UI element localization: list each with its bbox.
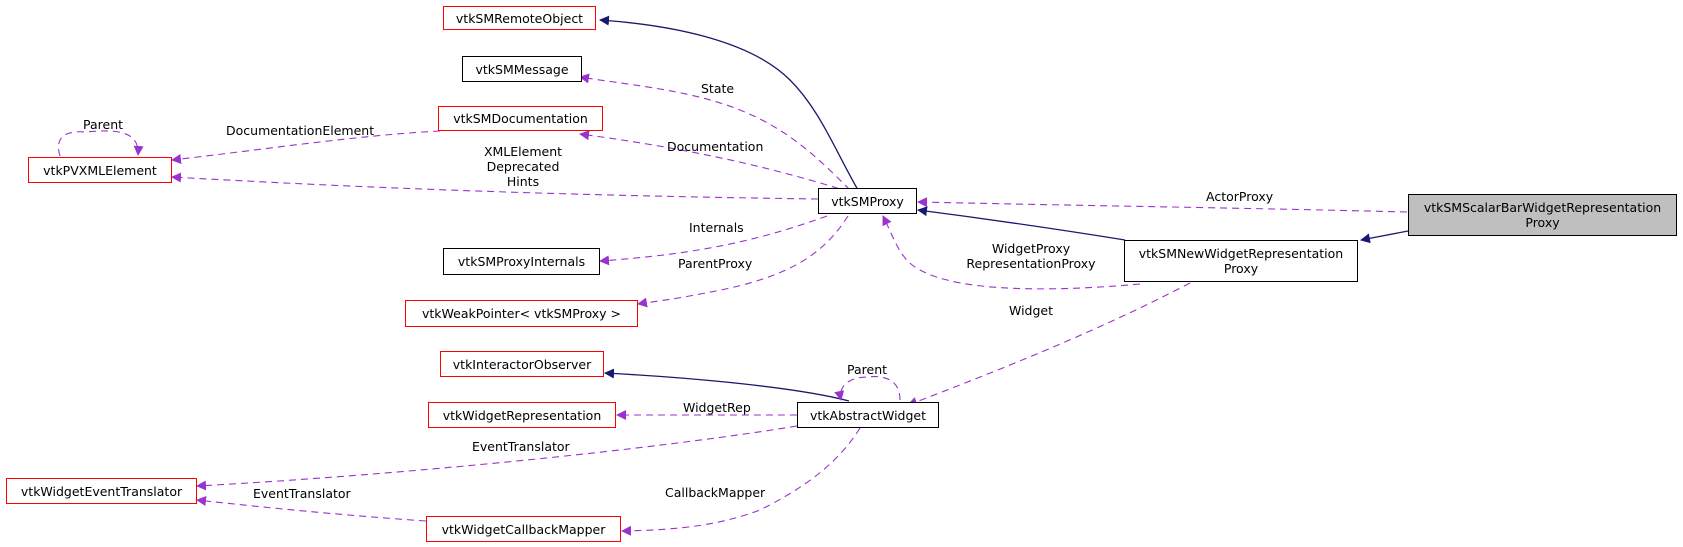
edge-label-widget: Widget <box>1009 303 1054 318</box>
node-pvxml-element[interactable]: vtkPVXMLElement <box>28 157 172 183</box>
node-interactor-observer-label: vtkInteractorObserver <box>452 356 592 372</box>
edge-label-event-translator-2: EventTranslator <box>253 486 351 501</box>
node-remote-object-label: vtkSMRemoteObject <box>455 10 584 26</box>
node-proxy[interactable]: vtkSMProxy <box>818 188 917 214</box>
node-scalar-bar-widget-representation-proxy[interactable]: vtkSMScalarBarWidgetRepresentation Proxy <box>1408 194 1677 236</box>
node-new-widget-label-line-1: vtkSMNewWidgetRepresentation <box>1138 246 1344 261</box>
edge-label-parent-xml: Parent <box>83 117 124 132</box>
node-proxy-internals[interactable]: vtkSMProxyInternals <box>443 248 600 275</box>
node-documentation-label: vtkSMDocumentation <box>453 111 588 126</box>
node-scalar-bar-label-line-1: vtkSMScalarBarWidgetRepresentation <box>1423 200 1662 215</box>
edge-label-representation-proxy: RepresentationProxy <box>966 256 1096 271</box>
node-proxy-label: vtkSMProxy <box>831 193 904 209</box>
edge-label-documentation: Documentation <box>667 139 764 154</box>
edge-label-widget-proxy-group: WidgetProxy RepresentationProxy <box>963 241 1099 271</box>
node-remote-object[interactable]: vtkSMRemoteObject <box>443 6 596 30</box>
edge-label-xml-element-group: XMLElement Deprecated Hints <box>483 144 563 189</box>
edge-pvxml-self-parent <box>58 130 144 157</box>
node-weak-pointer-label: vtkWeakPointer< vtkSMProxy > <box>421 306 621 321</box>
edge-widget <box>907 282 1191 407</box>
edge-label-parent-widget: Parent <box>847 362 888 377</box>
edge-label-callback-mapper: CallbackMapper <box>665 485 766 500</box>
edge-label-internals: Internals <box>689 220 744 235</box>
edge-label-widget-proxy: WidgetProxy <box>991 241 1071 256</box>
node-abstract-widget[interactable]: vtkAbstractWidget <box>797 402 939 428</box>
node-message[interactable]: vtkSMMessage <box>462 56 582 82</box>
edge-callback-mapper <box>621 427 861 536</box>
edge-proxy-to-remote-object <box>599 15 859 191</box>
edge-abstract-widget-to-interactor-observer <box>604 368 850 402</box>
edge-state <box>579 73 851 191</box>
node-pvxml-element-label: vtkPVXMLElement <box>43 162 157 178</box>
edge-label-hints: Hints <box>506 174 540 189</box>
edge-event-translator-2 <box>196 496 427 522</box>
node-callback-mapper[interactable]: vtkWidgetCallbackMapper <box>426 516 621 542</box>
node-widget-representation-label: vtkWidgetRepresentation <box>442 407 602 423</box>
node-interactor-observer[interactable]: vtkInteractorObserver <box>440 351 604 377</box>
node-new-widget-label-line-2: Proxy <box>1223 261 1259 276</box>
edge-widget-proxy <box>882 215 1141 290</box>
node-widget-representation[interactable]: vtkWidgetRepresentation <box>428 402 616 428</box>
edge-label-event-translator-1: EventTranslator <box>472 439 570 454</box>
edge-widget-self-parent <box>834 376 901 401</box>
edge-label-widget-rep: WidgetRep <box>683 400 751 415</box>
edge-actor-proxy <box>917 197 1408 213</box>
edge-internals <box>599 215 828 266</box>
node-documentation[interactable]: vtkSMDocumentation <box>438 106 603 131</box>
node-scalar-bar-label-line-2: Proxy <box>1525 215 1560 230</box>
edge-label-xml-element: XMLElement <box>483 144 563 159</box>
node-event-translator-label: vtkWidgetEventTranslator <box>20 483 183 499</box>
edge-label-parent-proxy: ParentProxy <box>678 256 753 271</box>
edge-event-translator-1 <box>196 425 798 491</box>
edge-label-state: State <box>701 81 735 96</box>
node-event-translator[interactable]: vtkWidgetEventTranslator <box>6 478 197 504</box>
edge-label-deprecated: Deprecated <box>486 159 560 174</box>
edge-label-documentation-element: DocumentationElement <box>226 123 375 138</box>
edge-documentation <box>579 130 851 193</box>
node-proxy-internals-label: vtkSMProxyInternals <box>457 254 586 269</box>
node-new-widget-representation-proxy[interactable]: vtkSMNewWidgetRepresentation Proxy <box>1124 240 1358 282</box>
node-message-label: vtkSMMessage <box>475 61 569 77</box>
node-abstract-widget-label: vtkAbstractWidget <box>809 407 927 423</box>
node-weak-pointer[interactable]: vtkWeakPointer< vtkSMProxy > <box>405 300 638 327</box>
edge-scalar-bar-to-new-widget <box>1360 230 1409 244</box>
node-callback-mapper-label: vtkWidgetCallbackMapper <box>441 521 606 537</box>
edge-new-widget-to-proxy <box>917 206 1126 241</box>
edge-label-actor-proxy: ActorProxy <box>1206 189 1274 204</box>
